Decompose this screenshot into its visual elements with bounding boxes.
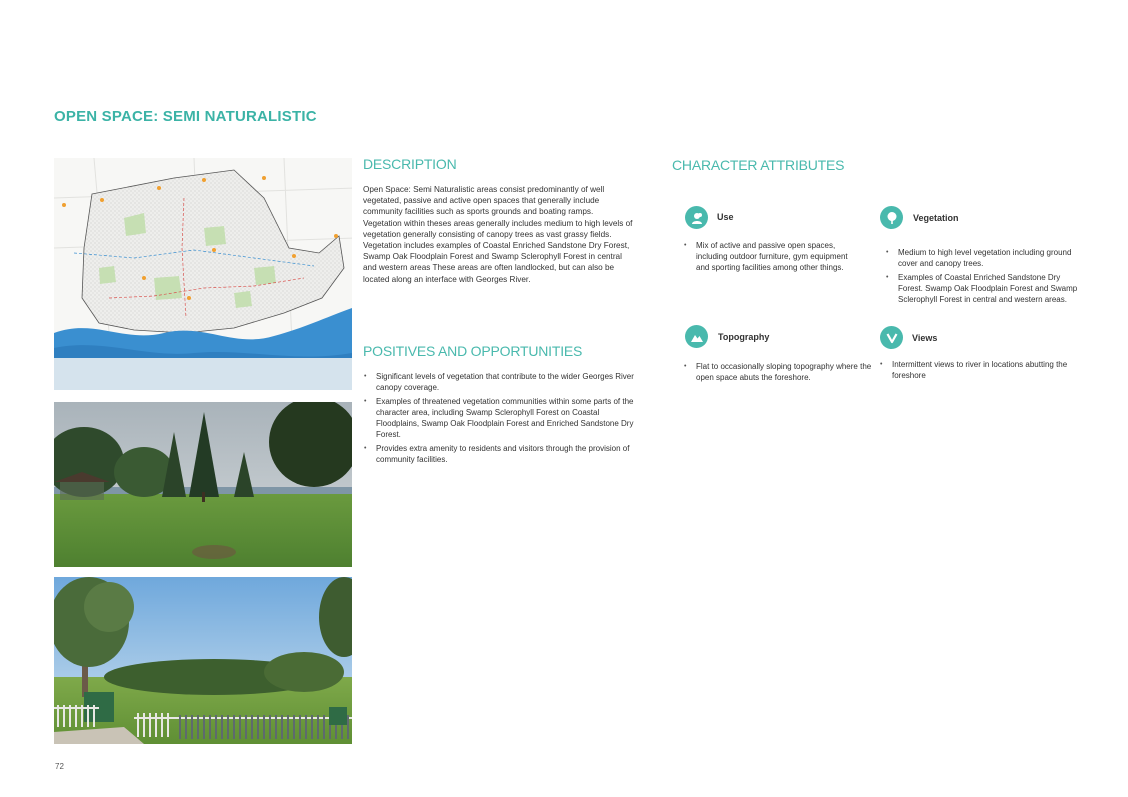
positives-heading: POSITIVES AND OPPORTUNITIES <box>363 343 583 359</box>
attribute-list-vegetation: Medium to high level vegetation includin… <box>885 247 1085 308</box>
list-item: Flat to occasionally sloping topography … <box>683 361 873 383</box>
attribute-label-use: Use <box>717 212 734 222</box>
description-text: Open Space: Semi Naturalistic areas cons… <box>363 185 633 284</box>
attribute-list-topography: Flat to occasionally sloping topography … <box>683 361 873 386</box>
page-number: 72 <box>55 762 64 771</box>
park-photo-open-field <box>54 577 352 744</box>
list-item: Examples of threatened vegetation commun… <box>363 396 643 440</box>
list-item: Mix of active and passive open spaces, i… <box>683 240 863 273</box>
people-icon <box>685 206 708 229</box>
page-title: OPEN SPACE: SEMI NATURALISTIC <box>54 108 317 125</box>
attribute-label-vegetation: Vegetation <box>913 213 959 223</box>
area-map <box>54 158 352 390</box>
attribute-label-views: Views <box>912 333 938 343</box>
attribute-label-topography: Topography <box>718 332 770 342</box>
list-item: Significant levels of vegetation that co… <box>363 371 643 393</box>
character-attributes-heading: CHARACTER ATTRIBUTES <box>672 157 845 173</box>
view-chevron-icon <box>880 326 903 349</box>
tree-icon <box>880 206 903 229</box>
list-item: Examples of Coastal Enriched Sandstone D… <box>885 272 1085 305</box>
positives-list: Significant levels of vegetation that co… <box>363 371 643 468</box>
list-item: Intermittent views to river in locations… <box>879 359 1079 381</box>
attribute-list-views: Intermittent views to river in locations… <box>879 359 1079 384</box>
attribute-list-use: Mix of active and passive open spaces, i… <box>683 240 863 276</box>
park-photo-pine-trees <box>54 402 352 567</box>
mountain-icon <box>685 325 708 348</box>
list-item: Provides extra amenity to residents and … <box>363 443 643 465</box>
list-item: Medium to high level vegetation includin… <box>885 247 1085 269</box>
description-heading: DESCRIPTION <box>363 156 457 172</box>
